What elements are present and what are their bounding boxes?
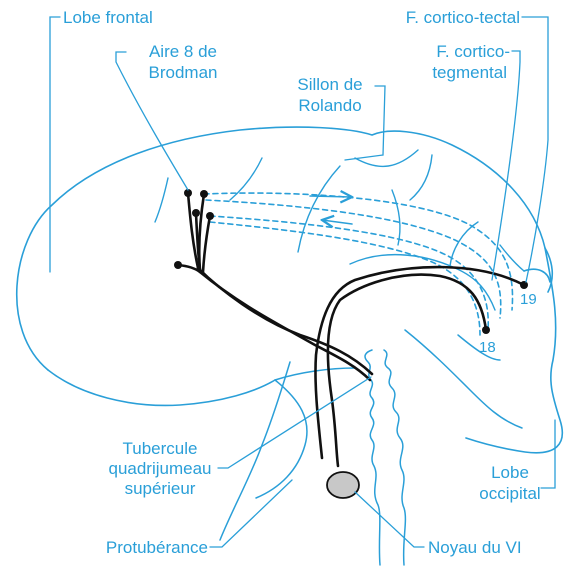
label-lobe-occipital-line1: Lobe xyxy=(470,462,550,483)
label-lobe-occipital-line2: occipital xyxy=(470,483,550,504)
label-sillon-line1: Sillon de xyxy=(285,74,375,95)
aire8-point-3 xyxy=(192,209,200,217)
cortical-points xyxy=(174,189,528,334)
label-cortico-tegmental-line1: F. cortico- xyxy=(400,41,510,62)
label-aire8-line2: Brodman xyxy=(128,62,238,83)
leader-lobe-frontal xyxy=(50,17,60,272)
aire8-point-2 xyxy=(200,190,208,198)
leader-tubercule xyxy=(218,377,371,468)
dashed-tracts xyxy=(204,193,513,335)
label-lobe-frontal: Lobe frontal xyxy=(63,7,153,28)
aire8-point-5 xyxy=(174,261,182,269)
label-area-18: 18 xyxy=(479,339,496,356)
label-cortico-tegmental-line2: tegmental xyxy=(400,62,507,83)
brainstem-outline xyxy=(220,330,522,565)
aire8-point-4 xyxy=(206,212,214,220)
label-tubercule-line1: Tubercule xyxy=(98,438,222,459)
leader-cortico-tegmental xyxy=(492,51,520,280)
label-cortico-tectal: F. cortico-tectal xyxy=(360,7,520,28)
leader-noyau-vi xyxy=(355,492,424,547)
cortical-sulci xyxy=(155,150,524,310)
label-tubercule-line3: supérieur xyxy=(98,478,222,499)
brain-outline xyxy=(17,127,563,453)
label-noyau-vi: Noyau du VI xyxy=(428,537,522,558)
arrow-toward-occipital xyxy=(310,196,352,197)
label-aire8-line1: Aire 8 de xyxy=(128,41,238,62)
noyau-vi-nucleus xyxy=(327,472,359,498)
label-tubercule-line2: quadrijumeau xyxy=(98,458,222,479)
arrow-toward-frontal xyxy=(322,220,352,224)
area18-point xyxy=(482,326,490,334)
pathway-fibers xyxy=(178,193,524,466)
area19-point xyxy=(520,281,528,289)
label-sillon-line2: Rolando xyxy=(285,95,375,116)
label-protuberance: Protubérance xyxy=(60,537,208,558)
leader-protuberance xyxy=(210,480,292,547)
label-area-19: 19 xyxy=(520,291,537,308)
